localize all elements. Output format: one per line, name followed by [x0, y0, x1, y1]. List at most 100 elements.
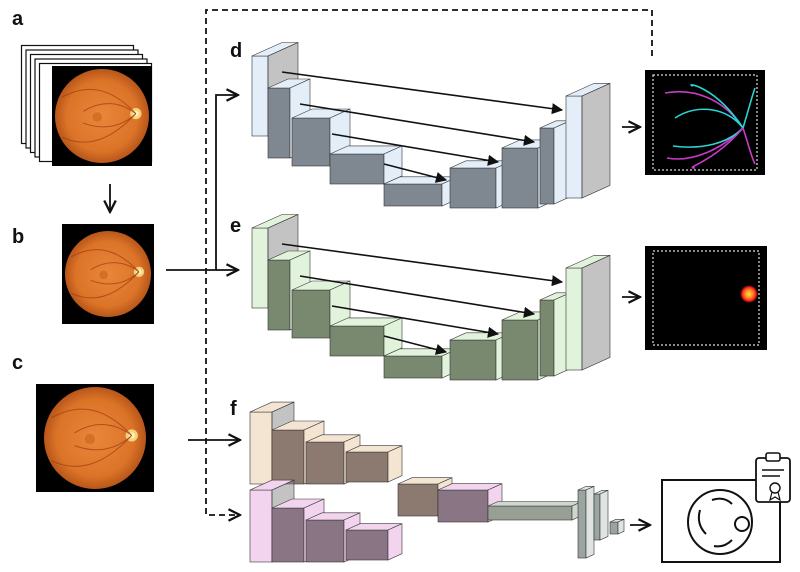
vessel-segment [691, 127, 744, 169]
box-front [565, 95, 583, 199]
unet-d-enc-3 [291, 108, 351, 167]
vessel-segment [690, 84, 744, 129]
eye-vessel-stroke [713, 539, 733, 548]
vessel-path [74, 435, 133, 451]
box-side [581, 82, 611, 199]
vessel-path [74, 424, 133, 436]
box-front [251, 55, 269, 137]
unet-d-bottleneck [383, 176, 459, 207]
macula [92, 112, 103, 122]
box-side [387, 523, 403, 561]
output-frame [652, 250, 760, 346]
arrow-b-to-d [166, 95, 238, 271]
box-front [609, 521, 619, 535]
clipboard-clip [765, 452, 781, 462]
box-front [501, 319, 539, 381]
fusion-block-1 [397, 477, 453, 517]
unet-d-dec-1 [565, 82, 611, 199]
cnn-top-conv-4 [345, 445, 403, 483]
vessel-path [83, 113, 137, 128]
fundus-disc [55, 69, 149, 163]
heatmap-hotspot [740, 285, 758, 303]
fundus-image-b [62, 224, 154, 324]
box-side [585, 485, 595, 559]
localization-heatmap-output [645, 246, 767, 350]
dashed-skip-arrow [205, 9, 653, 515]
box-side [383, 317, 403, 357]
unet-d-dec-2 [539, 120, 571, 205]
unet-e-enc-4 [329, 317, 403, 357]
unet-d-enc-4 [329, 145, 403, 185]
panel-label-d: d [230, 40, 243, 62]
box-side [599, 489, 609, 541]
box-front [397, 483, 439, 517]
skip-connection [299, 103, 536, 146]
skip-connection [383, 163, 448, 183]
box-front [449, 167, 497, 209]
vessel-segment [674, 108, 744, 129]
optic-disc-icon [734, 516, 750, 532]
box-front [345, 451, 389, 483]
box-front [449, 339, 497, 381]
box-front [383, 355, 443, 379]
box-front [487, 505, 573, 521]
fundus-disc [65, 231, 151, 317]
box-front [345, 529, 389, 561]
panel-label-c: c [12, 352, 24, 374]
box-front [249, 489, 273, 563]
macula [84, 433, 95, 445]
certificate-ribbon [769, 491, 781, 502]
box-side [581, 254, 611, 371]
skip-connection [281, 71, 564, 115]
box-front [437, 489, 489, 523]
certificate-seal [769, 482, 781, 494]
box-front [577, 489, 587, 559]
box-front [539, 127, 555, 205]
vessel-segment [742, 127, 756, 165]
box-front [305, 519, 345, 563]
box-side [387, 445, 403, 483]
fc-layer-2 [593, 489, 609, 541]
panel-label-a: a [12, 8, 24, 30]
fundus-image-c [36, 384, 154, 492]
fusion-block-2 [437, 483, 503, 523]
unet-e-bottleneck [383, 348, 459, 379]
vessel-segment [742, 87, 756, 129]
vessel-path [71, 249, 140, 273]
output-frame [652, 74, 758, 171]
clipboard-board [755, 457, 791, 503]
skip-connection [281, 243, 564, 287]
box-front [271, 429, 305, 485]
box-front [291, 289, 331, 339]
vessel-path [51, 435, 133, 467]
cnn-bottom-conv-4 [345, 523, 403, 561]
box-front [593, 493, 601, 541]
box-front [251, 227, 269, 309]
clipboard-certificate-icon [755, 452, 791, 503]
eye-diagram-icon [687, 489, 753, 555]
panel-label-e: e [230, 215, 242, 237]
diagnosis-output [661, 452, 791, 563]
panel-label-f: f [230, 398, 237, 420]
box-front [329, 325, 385, 357]
fc-layer-1 [577, 485, 595, 559]
skip-connection [331, 133, 500, 166]
skip-connection [331, 305, 500, 338]
eye-vessel-stroke [711, 497, 733, 505]
box-front [383, 183, 443, 207]
vessel-path [61, 113, 137, 143]
box-front [271, 507, 305, 563]
unet-e-dec-1 [565, 254, 611, 371]
box-front [539, 299, 555, 377]
eye-vessel-stroke [697, 509, 707, 535]
vessel-path [90, 271, 140, 285]
box-front [291, 117, 331, 167]
fundus-image-a [52, 66, 152, 166]
output-layer-node [609, 518, 625, 535]
fundus-disc [44, 387, 146, 489]
vessel-path [51, 408, 133, 436]
box-front [565, 267, 583, 371]
box-front [501, 147, 539, 209]
box-front [329, 153, 385, 185]
